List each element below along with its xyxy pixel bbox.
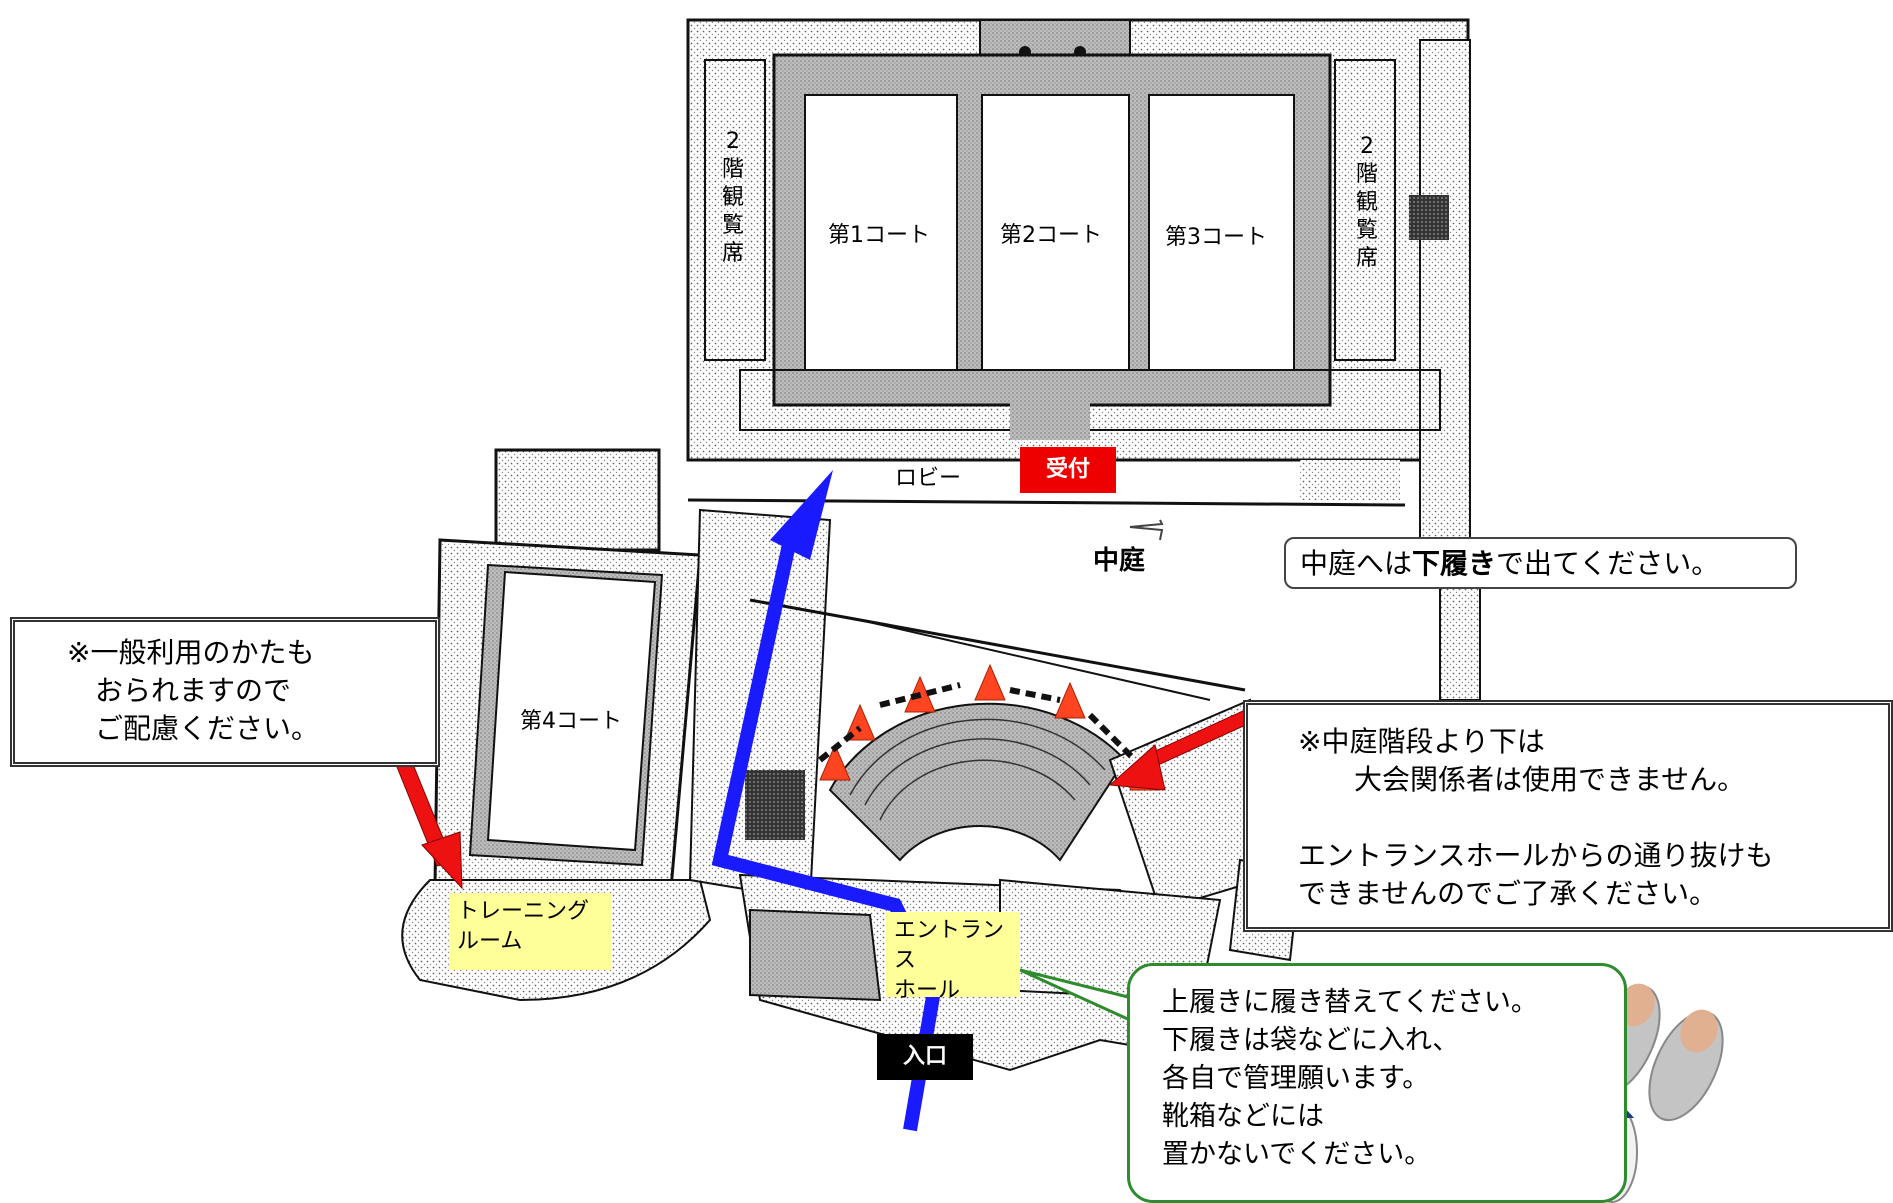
court-1-area [804, 94, 958, 371]
courtyard-shoes-bold: 下履き [1412, 547, 1497, 580]
court-3-area [1148, 94, 1295, 371]
callout-pointer-courtyard [1129, 519, 1164, 541]
stands-left-label: 2 階 観 覧 席 [721, 129, 744, 266]
court-2-label: 第2コート [1000, 223, 1102, 248]
callout-pointer-shoes [1019, 968, 1141, 1022]
lobby-label: ロビー [895, 466, 962, 491]
court-2-area [981, 94, 1130, 371]
stands-right-label: 2 階 観 覧 席 [1355, 134, 1378, 271]
entrance-hall-label: エントランス ホール [886, 912, 1020, 1003]
courtyard-label: 中庭 [1093, 546, 1146, 576]
courtyard-shoes-prefix: 中庭へは [1300, 547, 1413, 580]
general-use-note: ※一般利用のかたも おられますので ご配慮ください。 [10, 617, 440, 767]
shoes-note: 上履きに履き替えてください。 下履きは袋などに入れ、 各自で管理願います。 靴箱… [1127, 963, 1627, 1203]
pointer-arrow-left [394, 756, 463, 890]
courtyard-shoes-note: 中庭へは下履きで出てください。 [1284, 537, 1797, 589]
reception-badge: 受付 [1020, 447, 1116, 493]
court-3-label: 第3コート [1165, 225, 1267, 250]
route-arrow [711, 470, 943, 1132]
court-1-label: 第1コート [828, 223, 930, 248]
court-4-label: 第4コート [520, 709, 622, 734]
pointer-arrow-right [1108, 709, 1251, 791]
entrance-badge: 入口 [877, 1034, 973, 1080]
courtyard-shoes-suffix: で出てください。 [1496, 547, 1720, 580]
training-room-label: トレーニング ルーム [449, 893, 611, 970]
stairs-note: ※中庭階段より下は 大会関係者は使用できません。 エントランスホールからの通り抜… [1243, 700, 1893, 932]
